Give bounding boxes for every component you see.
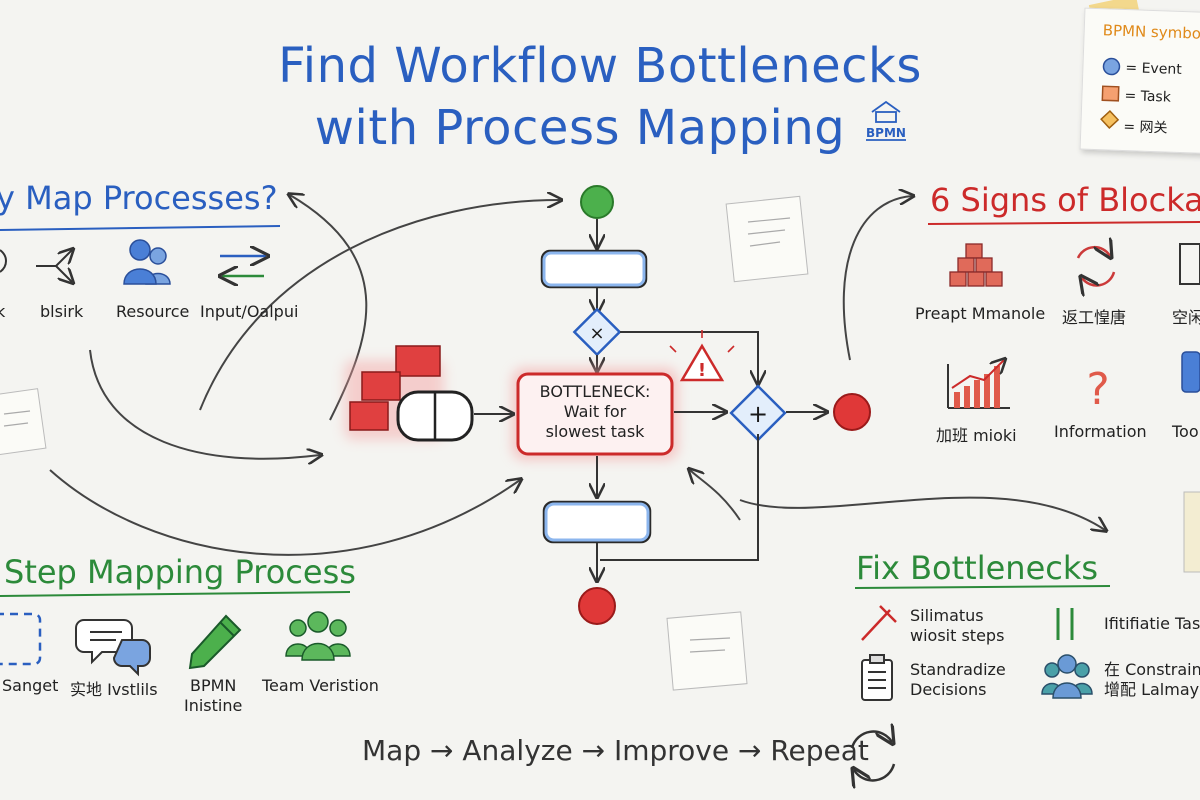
clipboard-icon [861,654,893,701]
fix-item-3-label: Standradize [910,660,1006,679]
square-icon [1101,85,1120,102]
fix-item-4-label: 在 Constrain [1104,660,1200,679]
parallel-gateway-node [729,384,787,442]
fix-item-3-label2: Decisions [910,680,987,699]
start-event-node [580,185,614,219]
legend-header: BPMN symbols [1102,21,1200,44]
cycle-text: Map → Analyze → Improve → Repeat [362,734,869,767]
why-underline [0,225,281,231]
why-item-1-label: k [0,302,6,321]
why-item-4-label: Input/Oalpui [200,302,299,321]
task-node-1 [540,249,648,289]
bottleneck-line3: slowest task [545,422,645,441]
legend-symbols [1100,57,1121,130]
cycle-icon [852,732,894,781]
rework-cycle-icon [1076,247,1116,285]
fix-item-4-label2: 增配 Lalmay [1104,680,1200,699]
end-event-bottom-node [578,587,616,625]
question-icon: ? [1086,364,1109,415]
steps-item-3-label2: Inistine [184,696,243,715]
idle-icon [1179,243,1200,285]
curve-arrow-3 [89,349,320,459]
partial-icon [0,249,7,273]
bpmn-badge-label: BPMN [866,126,906,140]
dashed-box-icon [0,612,42,666]
signs-item-3-label: 空闲 [1172,308,1200,327]
fix-item-1-label2: wiosit steps [910,626,1005,645]
steps-item-4-label: Team Veristion [262,676,379,695]
steps-underline [0,591,351,597]
sticky-note [1183,491,1200,573]
team-icon [285,611,351,661]
swap-arrows-icon [220,256,266,276]
legend-item-event: = Event [1125,60,1182,78]
boxes-stack-icon [949,243,1003,287]
fix-item-1-label: Silimatus [910,606,984,625]
bottleneck-task-node [516,372,674,456]
pencil-icon [188,614,242,670]
page-title-line1: Find Workflow Bottlenecks [278,38,922,94]
curve-arrow-7 [690,470,741,521]
svg-text:?: ? [1086,364,1109,415]
tool-icon [1181,351,1200,393]
rising-chart-icon [947,360,1010,409]
exclusive-gateway-node [572,307,622,357]
legend-item-task: = Task [1124,88,1172,106]
signs-item-6-label: Too [1172,422,1199,441]
bpmn-legend: BPMN symbols = Event = Task = 网关 [1079,7,1200,155]
legend-item-gateway: = 网关 [1123,118,1168,137]
people-icon [123,239,171,285]
steps-item-1-label: Sanget [2,676,59,695]
team-fix-icon [1041,654,1093,699]
signs-heading: 6 Signs of Blocka [930,181,1200,219]
svg-text:!: ! [698,360,706,381]
fix-underline [854,585,1111,589]
parallel-bars-icon [1056,608,1074,640]
steps-item-2-label: 实地 Ivstlils [70,680,158,699]
warning-icon [679,343,725,382]
signs-item-4-label: 加班 mioki [936,426,1017,445]
steps-item-3-label: BPMN [190,676,237,695]
sticky-note [725,195,809,283]
gateway-plus-symbol: + [748,400,768,428]
bottleneck-line1: BOTTLENECK: [539,382,651,401]
signs-item-2-label: 返工惶唐 [1062,308,1127,327]
gateway-x-symbol: × [589,323,604,344]
page-title-line2: with Process Mapping [314,100,846,156]
signs-item-5-label: Information [1054,422,1147,441]
task-node-2 [542,500,652,544]
sticky-note [0,388,47,456]
bottleneck-line2: Wait for [563,402,627,421]
branch-icon [36,250,72,282]
why-heading: y Map Processes? [0,179,278,217]
curve-arrow-5 [842,196,912,361]
signs-underline [927,221,1200,225]
signs-item-1-label: Preapt Mmanole [915,304,1046,323]
curve-arrow-6 [739,496,1105,530]
inventory-boxes-icon [349,345,441,431]
fix-heading: Fix Bottlenecks [856,549,1099,587]
end-event-right-node [833,393,871,431]
cut-icon [861,605,897,641]
bpmn-badge-icon [866,100,906,141]
why-item-3-label: Resource [116,302,190,321]
steps-heading: Step Mapping Process [4,553,356,591]
bpmn-badge: BPMN [862,104,910,148]
curve-arrow-4 [49,469,520,556]
circle-icon [1102,57,1121,76]
chat-bubbles-icon [75,619,151,677]
why-item-2-label: blsirk [40,302,84,321]
curve-arrow-2 [199,200,560,411]
bottleneck-label: BOTTLENECK: Wait for slowest task [518,382,672,442]
diamond-icon [1100,109,1120,130]
fix-item-2-label: Ifitifiatie Tas [1104,614,1200,633]
